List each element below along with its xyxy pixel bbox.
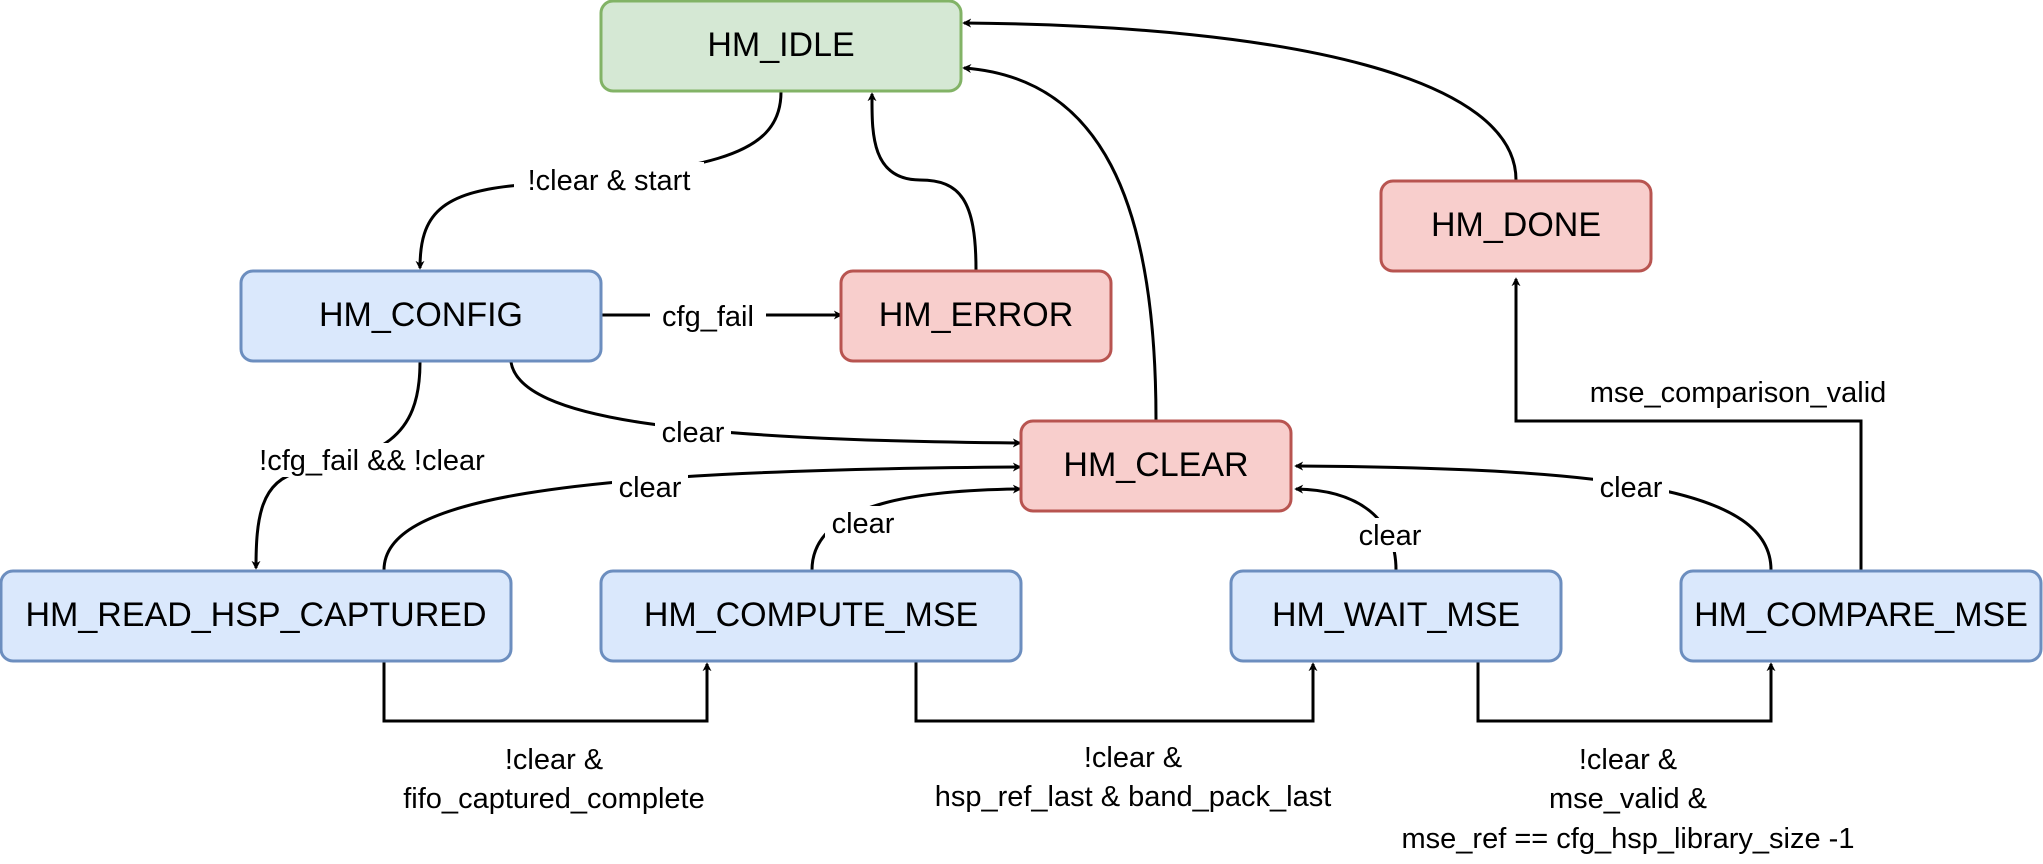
edge-compare-to-done <box>1511 277 1863 570</box>
state-label-hm-idle: HM_IDLE <box>707 26 854 64</box>
label-compare-to-clear: clear <box>1600 472 1663 504</box>
edge-read-to-clear <box>382 462 1022 571</box>
label-compute-to-wait-line-2: hsp_ref_last & band_pack_last <box>935 781 1332 813</box>
edge-read-to-compute <box>382 662 712 723</box>
state-label-hm-done: HM_DONE <box>1431 206 1601 244</box>
label-compare-to-done: mse_comparison_valid <box>1590 377 1887 409</box>
label-wait-to-compare-line-1: !clear & <box>1579 744 1677 776</box>
state-hm-config[interactable]: HM_CONFIG <box>239 269 603 363</box>
state-hm-compare-mse[interactable]: HM_COMPARE_MSE <box>1679 569 2043 663</box>
label-config-to-clear: clear <box>662 417 725 449</box>
edges <box>251 18 1863 723</box>
edge-error-to-idle <box>867 92 978 271</box>
state-hm-clear[interactable]: HM_CLEAR <box>1019 419 1293 513</box>
label-read-to-compute-line-1: !clear & <box>505 744 603 776</box>
edge-compute-to-wait <box>914 662 1318 723</box>
label-read-to-clear: clear <box>619 472 682 504</box>
state-hm-read-hsp-captured[interactable]: HM_READ_HSP_CAPTURED <box>0 569 513 663</box>
state-label-hm-compare-mse: HM_COMPARE_MSE <box>1694 596 2028 634</box>
state-hm-wait-mse[interactable]: HM_WAIT_MSE <box>1229 569 1563 663</box>
edge-wait-to-clear <box>1294 484 1398 571</box>
label-compute-to-wait-line-1: !clear & <box>1084 742 1182 774</box>
edge-compute-to-clear <box>810 484 1022 571</box>
state-label-hm-clear: HM_CLEAR <box>1063 446 1248 484</box>
label-idle-to-config: !clear & start <box>528 165 691 197</box>
state-hm-compute-mse[interactable]: HM_COMPUTE_MSE <box>599 569 1023 663</box>
label-compute-to-clear: clear <box>832 508 895 540</box>
label-config-to-error: cfg_fail <box>662 301 754 333</box>
state-hm-error[interactable]: HM_ERROR <box>839 269 1113 363</box>
label-wait-to-clear: clear <box>1359 520 1422 552</box>
label-config-to-read: !cfg_fail && !clear <box>259 445 485 477</box>
states: HM_IDLE HM_CONFIG HM_ERROR HM_DONE HM_CL… <box>0 0 2043 663</box>
state-hm-done[interactable]: HM_DONE <box>1379 179 1653 273</box>
state-label-hm-config: HM_CONFIG <box>319 296 523 334</box>
label-wait-to-compare-line-3: mse_ref == cfg_hsp_library_size -1 <box>1402 823 1855 855</box>
label-wait-to-compare-line-2: mse_valid & <box>1549 783 1707 815</box>
edge-clear-to-idle <box>962 64 1158 421</box>
edge-wait-to-compare <box>1476 662 1776 723</box>
state-label-hm-wait-mse: HM_WAIT_MSE <box>1272 596 1520 634</box>
edge-config-to-clear <box>509 361 1022 448</box>
edge-done-to-idle <box>962 18 1518 181</box>
state-hm-idle[interactable]: HM_IDLE <box>599 0 963 93</box>
state-label-hm-compute-mse: HM_COMPUTE_MSE <box>644 596 978 634</box>
edge-labels: !clear & start cfg_fail clear !cfg_fail … <box>240 162 1912 855</box>
label-read-to-compute-line-2: fifo_captured_complete <box>403 783 704 815</box>
state-label-hm-error: HM_ERROR <box>879 296 1074 334</box>
state-label-hm-read-hsp-captured: HM_READ_HSP_CAPTURED <box>26 596 487 634</box>
